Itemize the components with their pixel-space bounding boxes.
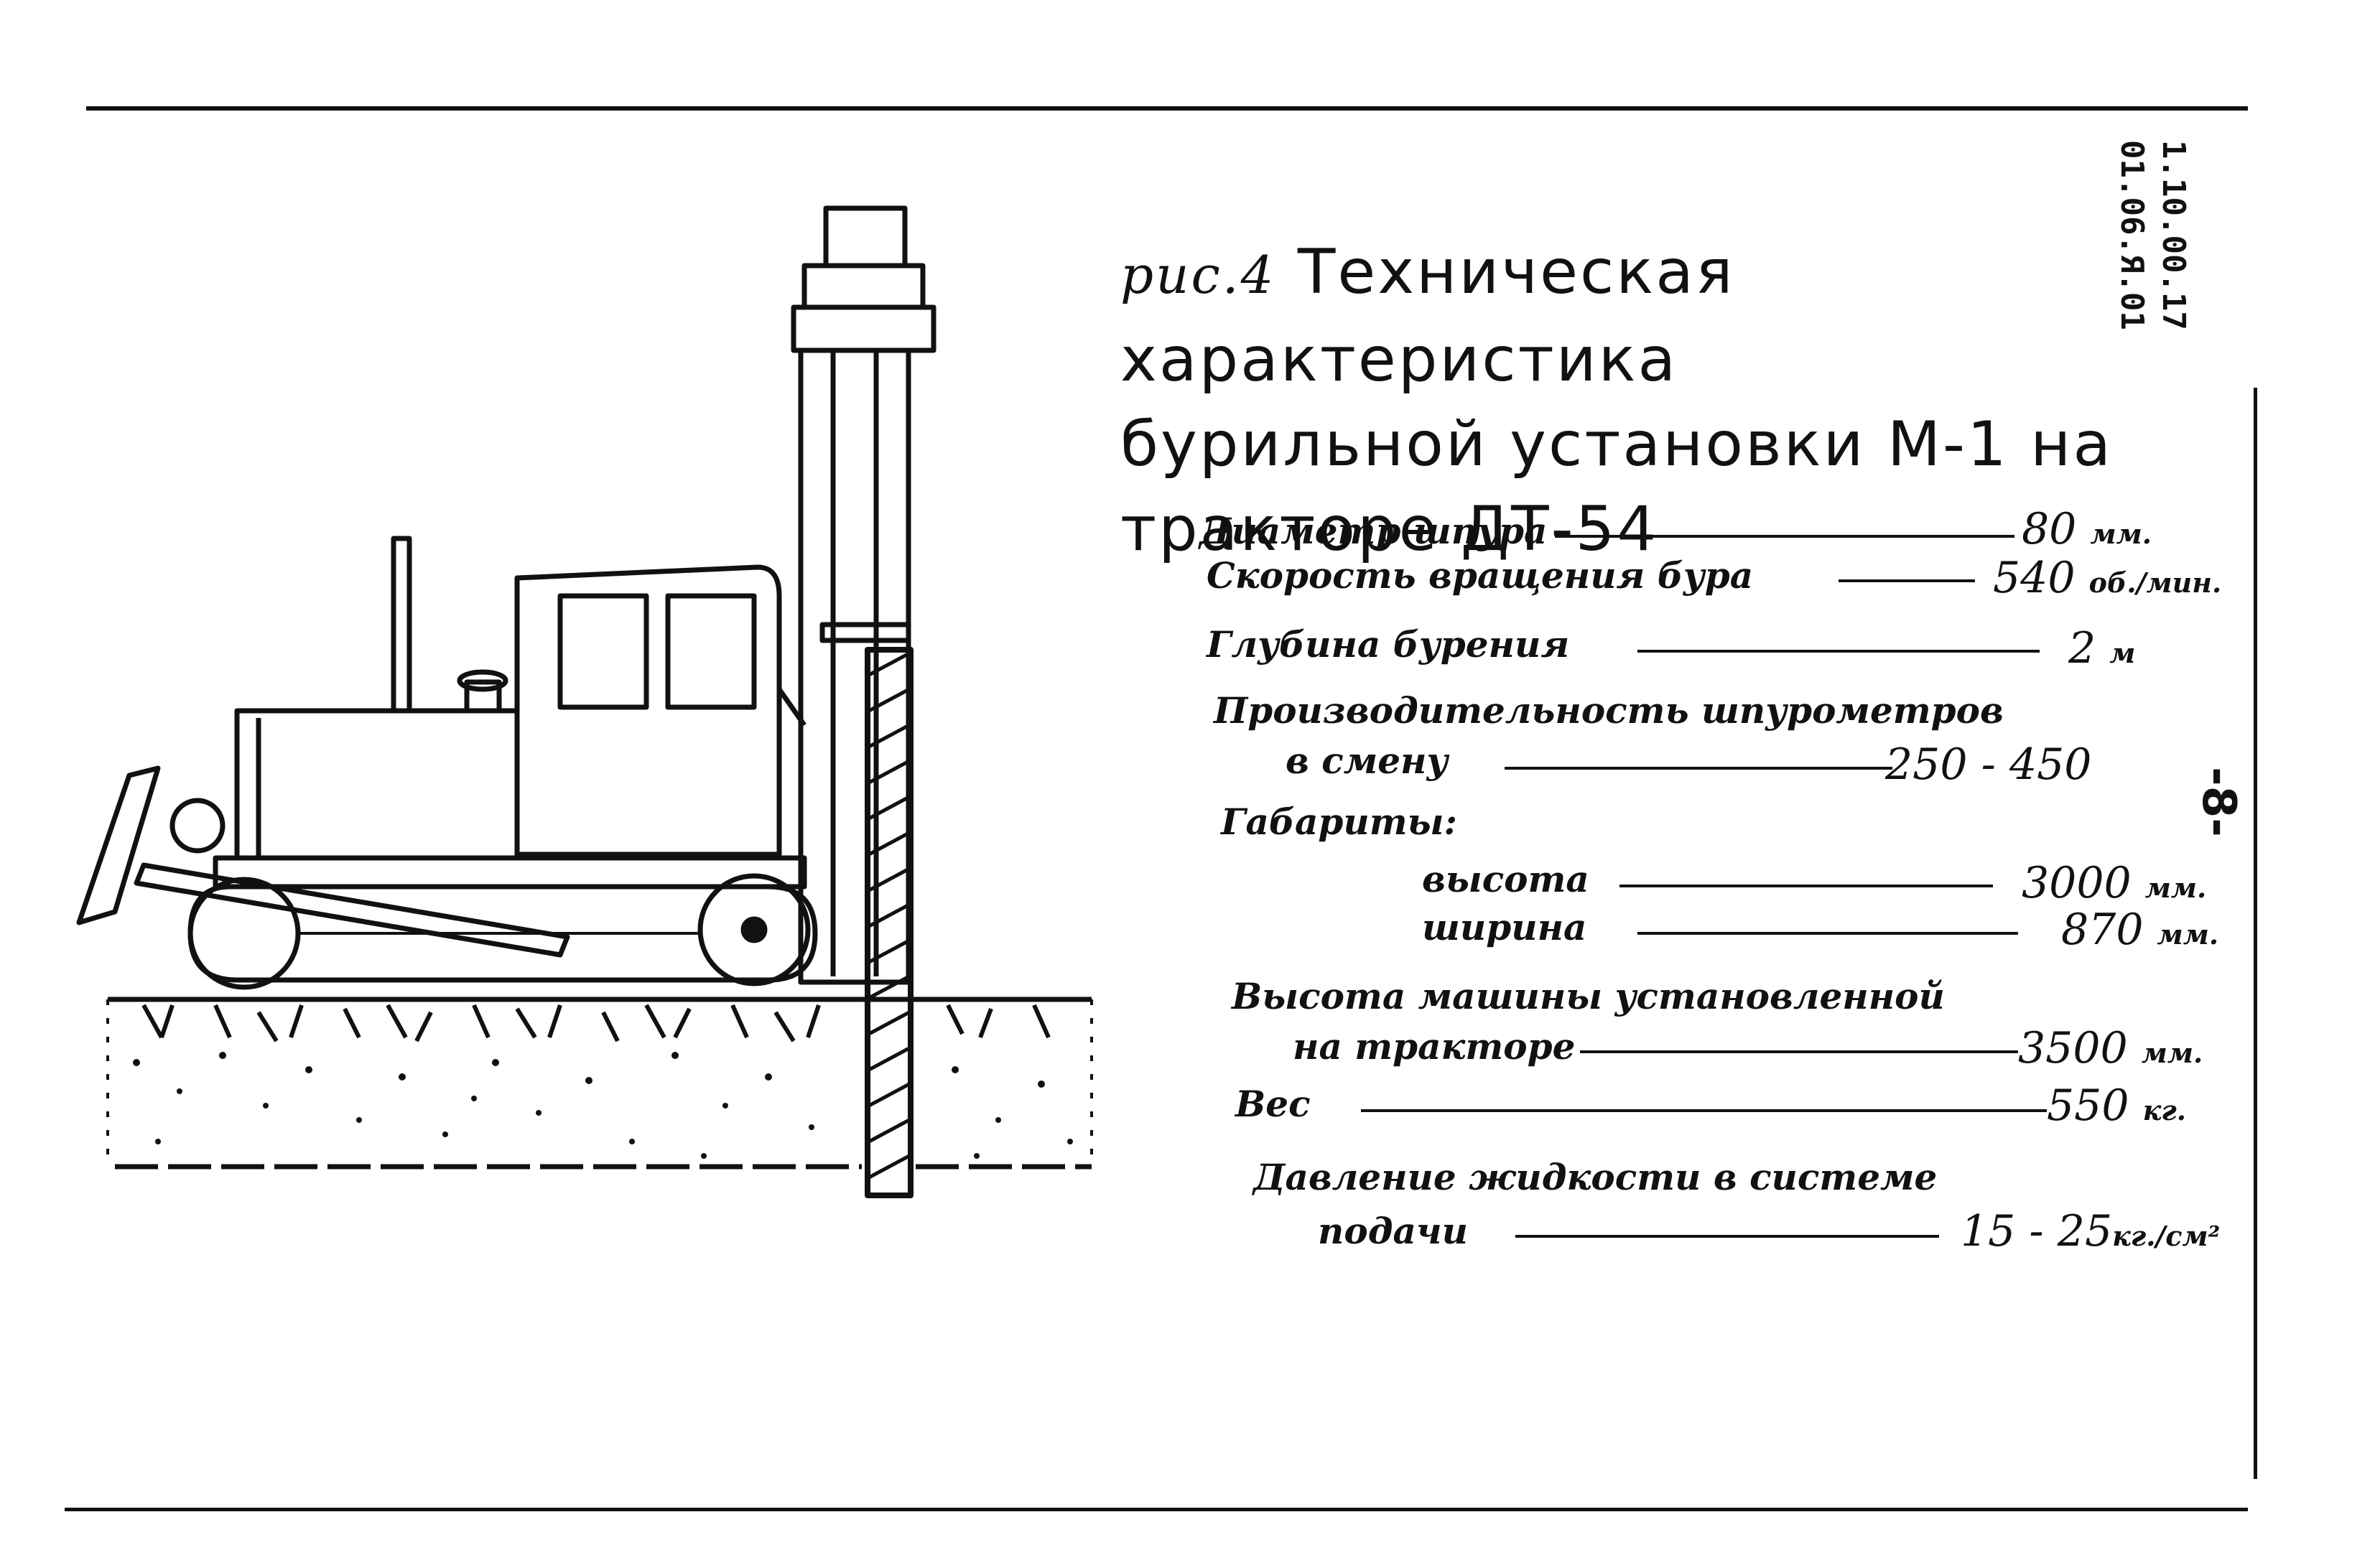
leader-line: [1839, 579, 1975, 582]
dozer-pivot: [169, 798, 226, 854]
title-line-2: бурильной установки М-1 на: [1120, 409, 2114, 480]
spec-value-machine-height: 3500 мм.: [2018, 1023, 2203, 1073]
leader-line: [1555, 535, 2014, 538]
spec-label-productivity: Производительность шпурометров: [1214, 689, 2004, 732]
top-border-line: [86, 106, 2248, 111]
right-margin-line: [2254, 388, 2257, 1479]
spec-value-height: 3000 мм.: [2022, 858, 2207, 908]
mast-head-plate: [791, 304, 936, 353]
figure-title: рис.4 Техническая характеристика бурильн…: [1120, 230, 2140, 571]
title-text-1: Техническая характеристика: [1120, 236, 1735, 396]
leader-line: [1637, 650, 2040, 653]
leader-line: [1637, 932, 2018, 935]
mast-head: [801, 263, 926, 310]
soil-dots: [133, 1052, 1073, 1159]
cab-window-left: [557, 593, 649, 710]
spec-label-drilling-depth: Глубина бурения: [1207, 623, 1570, 666]
bottom-border-line: [65, 1508, 2248, 1511]
dozer-push-arm: [134, 862, 570, 958]
cab-window-right: [665, 593, 757, 710]
spec-label-height: высота: [1422, 858, 1589, 900]
title-line-1: рис.4 Техническая характеристика: [1120, 230, 2140, 402]
title-line-3: тракторе ДТ-54: [1120, 493, 1659, 565]
spec-label-machine-height-2: на тракторе: [1293, 1025, 1576, 1068]
drive-sprocket: [697, 873, 811, 986]
mast-column: [798, 347, 911, 985]
mast-top-cap: [823, 205, 908, 269]
mast-clamp: [819, 622, 911, 643]
spec-label-dimensions: Габариты:: [1221, 801, 1457, 843]
spec-value-drilling-depth: 2 м: [2068, 623, 2136, 673]
idler-wheel: [187, 877, 301, 990]
spec-label-width: ширина: [1422, 906, 1587, 948]
spec-value-weight: 550 кг.: [2047, 1081, 2186, 1131]
spec-label-pressure-2: подачи: [1318, 1210, 1468, 1252]
document-code: 1.10.00.17 01.06.Я.01: [2108, 140, 2194, 370]
figure-number: рис.4: [1120, 245, 1276, 305]
leader-line: [1619, 885, 1993, 887]
air-intake: [464, 679, 502, 714]
spec-label-weight: Вес: [1235, 1083, 1311, 1125]
leader-line: [1361, 1109, 2047, 1112]
spec-label-rotation-speed: Скорость вращения бура: [1207, 554, 1754, 597]
ground-hatching: [141, 1004, 1051, 1042]
page-number: -8-: [2191, 767, 2245, 837]
auger-flights: [868, 651, 911, 1180]
spec-value-rotation-speed: 540 об./мин.: [1993, 553, 2222, 603]
spec-label-machine-height: Высота машины установленной: [1232, 975, 1945, 1017]
exhaust-pipe: [391, 536, 412, 714]
dozer-blade: [76, 765, 161, 925]
leader-line: [1515, 1235, 1939, 1238]
tractor-cab: [514, 564, 782, 857]
spec-label-pressure: Давление жидкости в системе: [1253, 1156, 1938, 1198]
auger: [865, 647, 914, 1198]
leader-line: [1505, 767, 1892, 770]
spec-label-diameter: Диаметр шпура: [1199, 510, 1548, 552]
spec-value-productivity: 250 - 450: [1885, 739, 2092, 790]
spec-value-width: 870 мм.: [2061, 905, 2219, 955]
leader-line: [1580, 1050, 2018, 1053]
spec-label-productivity-2: в смену: [1286, 739, 1449, 782]
spec-value-pressure: 15 - 25кг./см²: [1961, 1206, 2221, 1256]
document-code-line-1: 1.10.00.17: [2155, 140, 2192, 330]
document-code-line-2: 01.06.Я.01: [2114, 140, 2150, 330]
spec-value-diameter: 80 мм.: [2022, 504, 2152, 554]
chassis: [213, 855, 807, 890]
engine-hood: [234, 708, 520, 861]
